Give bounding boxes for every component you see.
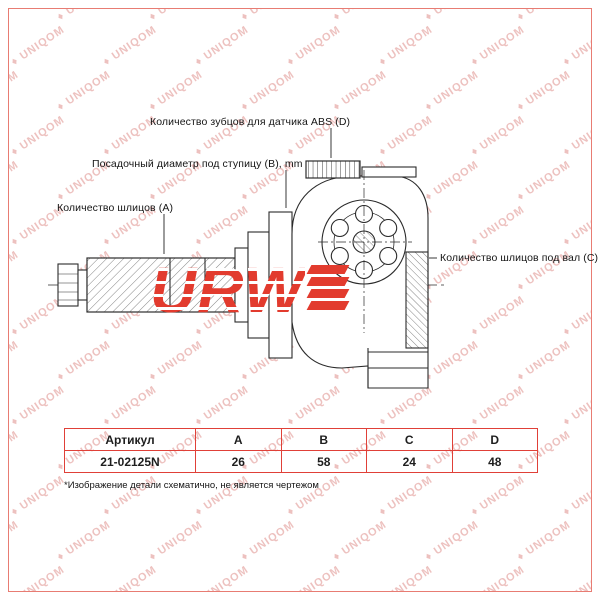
shaft-splines-a xyxy=(86,257,236,313)
page-border-frame: ♦ UNIQOM♦ UNIQOM♦ UNIQOM♦ UNIQOM♦ UNIQOM… xyxy=(8,8,592,592)
value-a: 26 xyxy=(195,450,282,473)
col-header-b: B xyxy=(280,428,367,451)
col-header-c: C xyxy=(366,428,453,451)
spec-header-row: Артикул A B C D xyxy=(64,428,538,451)
col-header-article: Артикул xyxy=(64,428,196,451)
ball xyxy=(379,246,398,266)
urw-logo-stripes xyxy=(306,265,350,313)
value-c: 24 xyxy=(366,450,453,473)
ball xyxy=(379,218,398,238)
ball xyxy=(330,246,349,266)
shaft-splines-c xyxy=(367,251,429,388)
label-splines-a: Количество шлицов (A) xyxy=(57,202,174,214)
value-b: 58 xyxy=(280,450,367,473)
urw-logo: URW xyxy=(150,254,350,326)
urw-logo-text: URW xyxy=(150,254,305,326)
spec-table: Артикул A B C D 21-02125N 26 58 24 48 xyxy=(64,428,538,473)
value-d: 48 xyxy=(451,450,538,473)
article-number: 21-02125N xyxy=(64,450,196,473)
ball xyxy=(330,218,349,238)
col-header-a: A xyxy=(195,428,282,451)
schematic-disclaimer: *Изображение детали схематично, не являе… xyxy=(64,480,319,491)
label-shaft-splines-c: Количество шлицов под вал (C) xyxy=(440,252,599,264)
label-hub-diameter-b: Посадочный диаметр под ступицу (B), mm xyxy=(92,158,303,170)
abs-ring-d xyxy=(305,160,417,179)
col-header-d: D xyxy=(451,428,538,451)
hub-steps-b xyxy=(234,211,293,359)
shaft-tip xyxy=(57,263,88,307)
label-abs-teeth-d: Количество зубцов для датчика ABS (D) xyxy=(150,116,351,128)
spec-value-row: 21-02125N 26 58 24 48 xyxy=(64,450,538,473)
